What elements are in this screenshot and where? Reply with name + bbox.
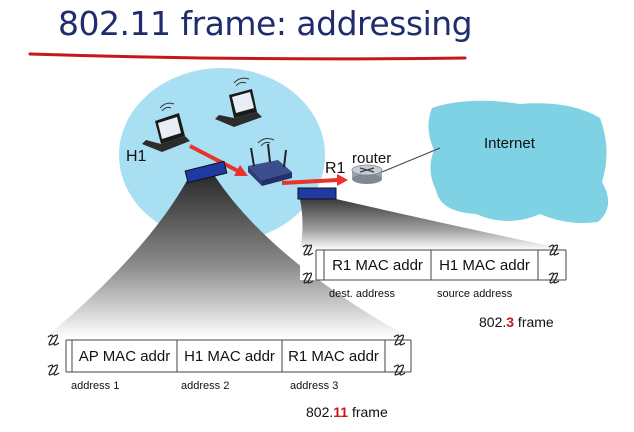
wireless-cell (119, 68, 325, 242)
arrow-ap-to-router (281, 174, 348, 186)
frame-block-802-11 (184, 160, 228, 184)
frame-802-11-address1-label: address 1 (71, 380, 120, 392)
laptop-h1-icon (142, 102, 190, 152)
cone-802-3 (300, 199, 568, 250)
frame-802-11-box (45, 334, 412, 376)
frame-802-11-caption: 802.11 frame (306, 404, 388, 420)
frame-802-3-dest-label: dest. address (329, 288, 396, 300)
frame-802-3-caption-suffix: frame (514, 314, 554, 330)
frame-802-3-caption-prefix: 802. (479, 314, 507, 330)
frame-802-11-address3-cell: R1 MAC addr (288, 348, 379, 365)
internet-cloud (428, 100, 609, 223)
host-h1-label: H1 (126, 148, 147, 165)
laptop-icon (215, 77, 262, 127)
frame-block-802-3 (297, 187, 337, 200)
frame-802-11-address2-label: address 2 (181, 380, 230, 392)
frame-802-11-caption-suffix: frame (348, 404, 388, 420)
frame-802-11-address3-label: address 3 (290, 380, 339, 392)
frame-802-11-caption-prefix: 802. (306, 404, 334, 420)
arrow-h1-to-ap (189, 144, 248, 176)
frame-802-3-dest-cell: R1 MAC addr (332, 257, 423, 274)
router-r1-label: R1 (325, 160, 346, 177)
frame-802-3-caption: 802.3 frame (479, 314, 554, 330)
frame-802-11-address2-cell: H1 MAC addr (184, 348, 275, 365)
frame-802-3-caption-number: 3 (506, 314, 515, 330)
router-internet-link (381, 147, 441, 173)
access-point-icon (248, 138, 292, 186)
internet-label: Internet (484, 135, 535, 152)
frame-802-11-address1-cell: AP MAC addr (78, 348, 171, 365)
frame-802-3-source-label: source address (437, 288, 513, 300)
slide-title: 802.11 frame: addressing (58, 4, 473, 43)
frame-802-3-box (300, 244, 567, 284)
title-underline (28, 52, 467, 61)
router-icon (351, 164, 383, 184)
cone-802-11 (45, 175, 410, 338)
router-label: router (352, 150, 392, 167)
frame-802-11-caption-number: 11 (333, 404, 349, 420)
frame-802-3-source-cell: H1 MAC addr (439, 257, 530, 274)
